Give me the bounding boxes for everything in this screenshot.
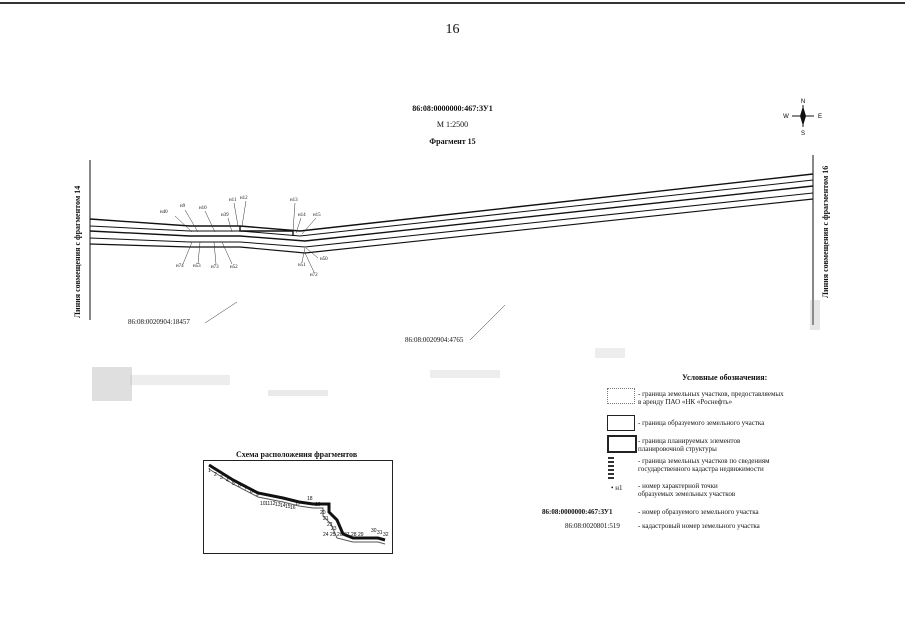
corridor-line-4 — [89, 192, 814, 248]
scheme-fragment-number: 19 — [315, 502, 321, 508]
scheme-fragment-number: 8 — [250, 489, 253, 495]
compass-n: N — [801, 99, 805, 105]
point-label-n39: н39 — [221, 213, 229, 218]
scheme-fragment-number: 18 — [307, 496, 313, 502]
legend-swatch-cadastre — [608, 457, 614, 479]
point-label-n51: н51 — [298, 263, 306, 268]
point-label-n14: н14 — [298, 213, 306, 218]
scheme-fragment-number: 15 — [285, 504, 291, 510]
scheme-fragment-number: 16 — [290, 505, 296, 511]
legend-title: Условные обозначения: — [682, 373, 768, 382]
compass-s: S — [801, 131, 805, 136]
scheme-fragment-number: 23 — [331, 526, 337, 532]
scheme-fragment-number: 20 — [320, 510, 326, 516]
point-label-n74: н74 — [176, 264, 184, 269]
scheme-fragment-number: 13 — [275, 502, 281, 508]
compass-e: E — [818, 114, 822, 120]
legend-swatch-planning — [607, 435, 637, 453]
legend-item-cadastral-number: - кадастровый номер земельного участка — [638, 522, 760, 530]
point-label-n40: н40 — [160, 210, 168, 215]
parcel-title: 86:08:0000000:467:ЗУ1 — [412, 104, 493, 113]
point-label-n52: н52 — [230, 265, 238, 270]
point-label-n9: н9 — [180, 204, 186, 209]
page-number: 16 — [445, 22, 460, 37]
legend-item-parcel-number: - номер образуемого земельного участка — [638, 508, 759, 516]
scheme-fragment-number: 22 — [327, 522, 333, 528]
point-label-n12: н12 — [240, 196, 248, 201]
corridor-line-5 — [89, 198, 814, 254]
scheme-fragment-number: 31 — [377, 530, 383, 536]
legend-symbol-cadastral-number: 86:08:0020801:519 — [565, 522, 620, 530]
legend-symbol-point: • н1 — [611, 484, 623, 492]
point-label-n11: н11 — [229, 198, 237, 203]
scheme-fragment-number: 1 — [208, 468, 211, 474]
scheme-fragment-number: 17 — [295, 501, 301, 507]
legend-swatch-lease — [607, 388, 635, 404]
legend-item-lease: - граница земельных участков, предоставл… — [638, 390, 784, 406]
top-rule — [0, 2, 905, 4]
point-label-n53: н53 — [193, 264, 201, 269]
legend-swatch-new-parcel — [607, 415, 635, 431]
legend-item-cadastre: - граница земельных участков по сведения… — [638, 457, 770, 473]
legend-symbol-parcel-number: 86:08:0000000:467:ЗУ1 — [542, 508, 613, 516]
scheme-fragment-number: 10 — [260, 501, 266, 507]
point-label-n10: н10 — [199, 206, 207, 211]
scheme-frame — [203, 460, 393, 554]
scheme-fragment-number: 14 — [280, 503, 286, 509]
scheme-fragment-number: 11 — [265, 501, 270, 507]
point-label-n50: н50 — [320, 257, 328, 262]
map-scale: М 1:2500 — [436, 120, 469, 129]
legend-item-new-parcel: - граница образуемого земельного участка — [638, 419, 765, 427]
scheme-fragment-number: 32 — [383, 532, 389, 538]
point-label-n72: н72 — [310, 273, 318, 278]
fragment-title: Фрагмент 15 — [429, 137, 476, 146]
scheme-fragment-number: 9 — [256, 492, 259, 498]
scheme-fragment-number: 27 — [344, 532, 350, 538]
scheme-fragment-number: 26 — [337, 532, 343, 538]
corridor-line-1 — [89, 173, 814, 232]
corridor-line-3 — [89, 185, 814, 242]
scheme-fragment-number: 29 — [358, 532, 364, 538]
scheme-fragment-number: 4 — [226, 478, 229, 484]
compass-rose-icon: N S E W — [783, 99, 822, 136]
cadastral-label-left: 86:08:0020904:18457 — [128, 318, 190, 326]
scheme-fragment-number: 6 — [238, 483, 241, 489]
point-label-n13: н13 — [290, 198, 298, 203]
scheme-fragment-number: 5 — [232, 481, 235, 487]
scheme-title: Схема расположения фрагментов — [236, 450, 358, 459]
scheme-fragment-number: 25 — [330, 532, 336, 538]
scheme-fragment-number: 12 — [270, 501, 276, 507]
scheme-fragment-number: 24 — [323, 532, 329, 538]
point-label-n73: н73 — [211, 265, 219, 270]
scheme-fragment-number: 2 — [214, 472, 217, 478]
cadastral-label-center: 86:08:0020904:4765 — [405, 336, 464, 344]
scheme-fragment-number: 7 — [244, 486, 247, 492]
scheme-fragment-number: 28 — [351, 532, 357, 538]
compass-w: W — [783, 114, 789, 120]
scheme-fragment-number: 3 — [220, 475, 223, 481]
scheme-fragment-number: 30 — [371, 528, 377, 534]
scheme-fragment-number: 21 — [323, 516, 329, 522]
point-label-n15: н15 — [313, 213, 321, 218]
